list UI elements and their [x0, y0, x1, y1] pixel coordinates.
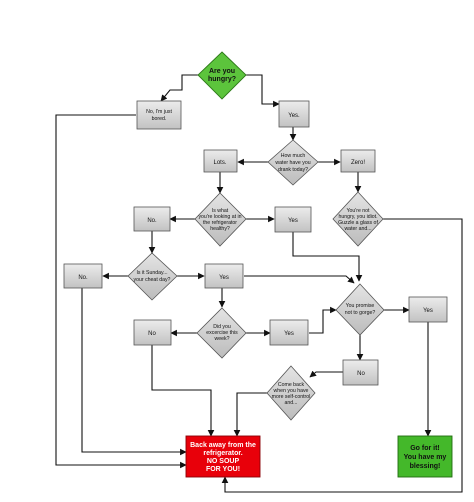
fridge-label-2: you're looking at in — [198, 214, 241, 220]
sunday-label-1: Is it Sunday... — [136, 270, 167, 276]
yes-exercise-box: Yes — [269, 319, 309, 346]
edge-bored-to-nosoup — [55, 114, 187, 469]
fridge-label-3: the refrigerator — [203, 220, 237, 226]
selfcontrol-label-2: when you have — [274, 388, 309, 394]
edge-start-to-bored — [160, 74, 198, 102]
bored-label-2: bored. — [152, 116, 167, 122]
lots-box: Lots. — [203, 149, 238, 173]
start-label-2: hungry? — [208, 76, 236, 83]
self-control-decision: Come back when you have more self-contro… — [266, 365, 316, 421]
go-label-3: blessing! — [410, 463, 441, 470]
nosoup-label-1: Back away from the — [190, 442, 256, 449]
fridge-decision: Is what you're looking at in the refrige… — [194, 192, 247, 247]
water-decision: How much water have you drank today? — [267, 139, 319, 186]
nosoup-label-4: FOR YOU! — [206, 466, 240, 473]
yes-hungry-label: Yes. — [288, 113, 300, 119]
yes-gorge-label: Yes — [423, 308, 433, 314]
fridge-label-1: Is what — [212, 208, 229, 214]
no-exercise-box: No — [133, 319, 172, 346]
yes-exercise-label: Yes — [284, 331, 294, 337]
edge-start-to-yes — [246, 74, 280, 108]
sunday-decision: Is it Sunday... your cheat day? — [127, 252, 178, 301]
water-label-1: How much — [281, 153, 306, 159]
exercise-label-2: excercise this — [206, 330, 238, 336]
go-label-2: You have my — [404, 454, 447, 461]
yes-healthy-label: Yes — [288, 218, 298, 224]
not-hungry-decision: You're not hungry, you idiot. Guzzle a g… — [332, 191, 384, 247]
gorge-label-2: not to gorge? — [345, 310, 376, 316]
no-soup-terminal: Back away from the refrigerator. NO SOUP… — [185, 435, 261, 478]
no-sunday-label: No. — [78, 275, 88, 281]
no-exercise-label: No — [148, 331, 156, 337]
go-for-it-terminal: Go for it! You have my blessing! — [397, 435, 453, 478]
edge-exerciseno-to-nosoup — [151, 345, 215, 437]
gorge-decision: You promise not to gorge? — [335, 283, 385, 336]
yes-gorge-box: Yes — [408, 296, 448, 323]
exercise-label-3: week? — [215, 336, 230, 342]
yes-hungry-box: Yes. — [278, 100, 310, 128]
zero-box: Zero! — [340, 149, 376, 173]
edge-gorgeno-to-selfcontrol — [309, 370, 343, 378]
water-label-3: drank today? — [278, 167, 308, 173]
fridge-label-4: healthy? — [210, 226, 230, 232]
exercise-label-1: Did you — [213, 324, 231, 330]
gorge-label-1: You promise — [346, 303, 375, 309]
no-gorge-box: No — [342, 359, 379, 386]
yes-sunday-box: Yes — [204, 263, 244, 289]
edge-fridgeyes-to-gorge — [292, 232, 363, 282]
edge-nothungry-to-nosoup — [221, 218, 463, 493]
selfcontrol-label-4: and... — [285, 400, 298, 406]
edge-sundayno-to-nosoup — [81, 288, 187, 456]
selfcontrol-label-3: more self-control — [272, 394, 311, 400]
edge-selfcontrol-to-nosoup — [233, 392, 267, 437]
no-healthy-label: No. — [147, 218, 157, 224]
no-healthy-box: No. — [133, 206, 171, 232]
no-sunday-box: No. — [63, 263, 103, 289]
nosoup-label-3: NO SOUP — [207, 458, 240, 465]
exercise-decision: Did you excercise this week? — [196, 307, 247, 359]
yes-healthy-box: Yes — [274, 206, 312, 233]
sunday-label-2: your cheat day? — [134, 277, 171, 283]
bored-box: No, I'm just bored. — [136, 100, 182, 130]
zero-label: Zero! — [351, 160, 365, 166]
go-label-1: Go for it! — [410, 445, 440, 452]
yes-sunday-label: Yes — [219, 275, 229, 281]
nothungry-label-4: water and... — [344, 226, 371, 232]
connectors — [55, 74, 463, 493]
water-label-2: water have you — [275, 160, 310, 166]
nothungry-label-2: hungry, you idiot. — [338, 214, 377, 220]
start-decision: Are you hungry? — [197, 51, 247, 100]
nothungry-label-3: Guzzle a glass of — [338, 220, 378, 226]
bored-label-1: No, I'm just — [146, 109, 172, 115]
selfcontrol-label-1: Come back — [278, 382, 305, 388]
start-label-1: Are you — [209, 68, 235, 75]
nosoup-label-2: refrigerator. — [203, 450, 242, 457]
nothungry-label-1: You're not — [346, 208, 370, 214]
edge-exerciseyes-to-gorge — [309, 306, 337, 334]
edge-sundayyes-to-gorge — [244, 275, 355, 284]
lots-label: Lots. — [213, 160, 226, 166]
no-gorge-label: No — [357, 371, 365, 377]
